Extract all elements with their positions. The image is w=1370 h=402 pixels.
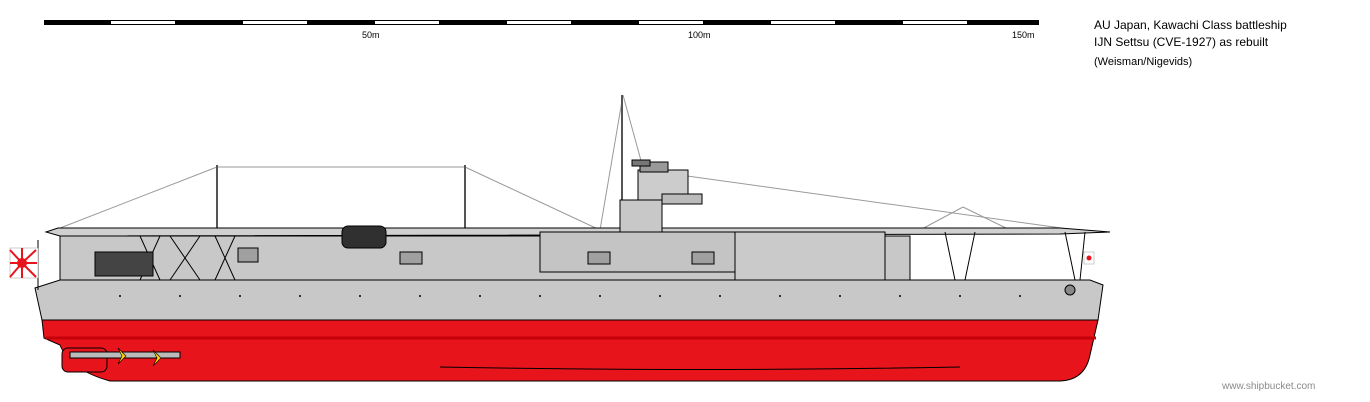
scale-segment [374,20,440,25]
hangar-superstructure [59,225,1086,281]
scale-bar [44,20,1039,28]
scale-label-150m: 150m [1012,30,1035,40]
rising-sun-flag-icon [9,240,39,290]
scale-segment [704,20,770,25]
credits-text: (Weisman/Nigevids) [1094,56,1193,68]
deck-guns [237,247,715,265]
scale-segment [440,20,506,25]
scale-label-50m: 50m [362,30,380,40]
portholes [119,295,1021,297]
scale-segment [176,20,242,25]
scale-label-100m: 100m [688,30,711,40]
bow-jack-icon [1083,251,1095,265]
scale-segment [308,20,374,25]
hull-lower [41,319,1099,382]
scale-segment [44,20,110,25]
scale-segment [902,20,968,25]
scale-segment [242,20,308,25]
title-line-2: IJN Settsu (CVE-1927) as rebuilt [1094,35,1269,49]
watermark: www.shipbucket.com [1222,381,1316,392]
scale-segment [836,20,902,25]
scale-segment [968,20,1039,25]
propeller-icon [117,347,162,367]
scale-segment [770,20,836,25]
scale-segment [506,20,572,25]
anchor-hawse-icon [1064,284,1076,296]
island-structure [619,159,703,233]
scale-segment [638,20,704,25]
title-block: AU Japan, Kawachi Class battleship IJN S… [1094,17,1287,71]
hull-upper [34,279,1104,321]
scale-segment [110,20,176,25]
rigging-lines [54,94,1091,233]
masts [216,95,623,232]
title-line-1: AU Japan, Kawachi Class battleship [1094,18,1287,32]
scale-segment [572,20,638,25]
